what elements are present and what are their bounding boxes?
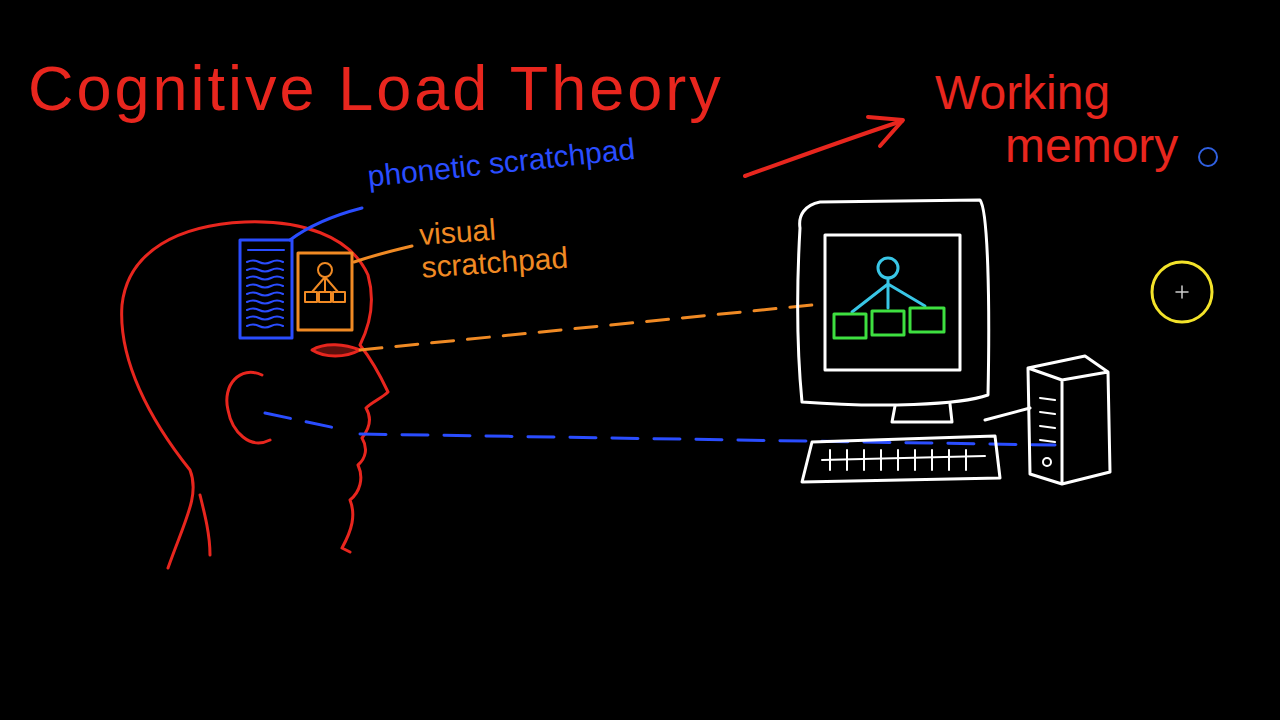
- cable: [985, 408, 1030, 420]
- arrow-head: [868, 117, 903, 146]
- power-button: [1043, 458, 1051, 466]
- head-back: [200, 495, 210, 555]
- scribble: [247, 309, 283, 312]
- scribble: [247, 325, 283, 328]
- scribble: [247, 261, 283, 264]
- keyboard: [802, 436, 1000, 482]
- screen-tree: [834, 258, 944, 338]
- drive-bays: [1040, 398, 1055, 442]
- keyboard-keys: [822, 450, 985, 470]
- key: [948, 450, 950, 470]
- memory-label: Working memory: [935, 66, 1205, 172]
- cursor-cross: [1176, 286, 1188, 298]
- tower: [1028, 356, 1110, 484]
- leader-line: [354, 246, 412, 262]
- visual-label: visual scratchpad: [418, 206, 592, 284]
- key-row: [822, 456, 985, 460]
- scribble: [247, 285, 283, 288]
- key: [863, 450, 865, 470]
- cursor-dot: [1199, 148, 1217, 166]
- scribble: [247, 301, 283, 304]
- sound-line: [265, 413, 1055, 445]
- leader-line: [290, 208, 362, 240]
- sight-line: [360, 305, 812, 350]
- visual-tree: [305, 263, 345, 302]
- key: [931, 450, 933, 470]
- monitor: [798, 200, 989, 405]
- key: [880, 450, 882, 470]
- phonetic-box: [240, 240, 292, 338]
- key: [965, 450, 967, 470]
- scribble: [247, 293, 283, 296]
- phonetic-label: phonetic scratchpad: [366, 126, 698, 193]
- scribble: [248, 249, 284, 251]
- visual-box: [298, 253, 352, 330]
- head-outline: [122, 222, 388, 568]
- arrow-line: [745, 121, 902, 176]
- monitor-stand: [892, 404, 952, 422]
- screen: [825, 235, 960, 370]
- cursor-highlight: [1152, 262, 1212, 322]
- ear: [227, 372, 270, 442]
- scribble: [247, 277, 283, 280]
- eye: [312, 345, 360, 356]
- title: Cognitive Load Theory: [28, 52, 724, 124]
- key: [914, 450, 916, 470]
- scribble: [247, 317, 283, 320]
- phonetic-scribbles: [247, 250, 284, 328]
- key: [897, 450, 899, 470]
- scribble: [247, 269, 283, 272]
